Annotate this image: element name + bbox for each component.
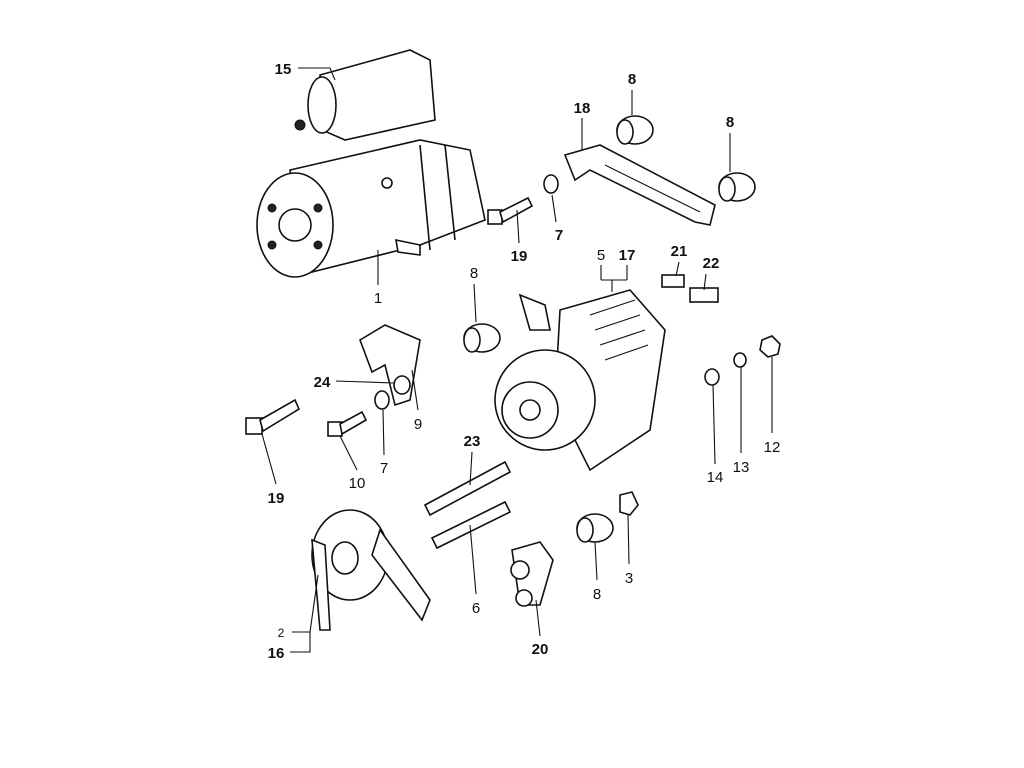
label-8-bottom: 8 (593, 586, 601, 603)
label-18: 18 (574, 100, 591, 117)
bolt-lower (245, 398, 301, 435)
bolt-upper (487, 196, 534, 225)
label-8-top-b: 8 (726, 114, 734, 131)
washer-lower (374, 390, 390, 410)
bracket-top (563, 144, 716, 226)
bracket-lower (359, 324, 421, 407)
label-21: 21 (671, 243, 688, 260)
label-7-upper: 7 (555, 227, 563, 244)
long-bolt-23 (423, 460, 512, 517)
brush-b (689, 287, 719, 303)
label-22: 22 (703, 255, 720, 272)
label-12: 12 (764, 439, 781, 456)
label-10: 10 (349, 475, 366, 492)
label-23: 23 (464, 433, 481, 450)
label-13: 13 (733, 459, 750, 476)
washer-24 (393, 375, 411, 395)
label-16: 16 (268, 645, 285, 662)
label-8-mid: 8 (470, 265, 478, 282)
label-15: 15 (275, 61, 292, 78)
brush-a (661, 274, 685, 288)
washer-14 (704, 368, 720, 386)
label-9: 9 (414, 416, 422, 433)
label-5: 5 (597, 247, 605, 264)
label-20: 20 (532, 641, 549, 658)
washer-upper (543, 174, 559, 194)
label-19-upper: 19 (511, 248, 528, 265)
nut-12 (759, 335, 781, 358)
pulley-belt (311, 509, 431, 631)
leader-lines (261, 67, 773, 653)
bushing-20 (510, 541, 554, 607)
label-1: 1 (374, 290, 382, 307)
label-19-lower: 19 (268, 490, 285, 507)
label-14: 14 (707, 469, 724, 486)
bolt-10 (327, 410, 368, 437)
lock-washer-13 (733, 352, 747, 368)
label-8-top-a: 8 (628, 71, 636, 88)
label-7-lower: 7 (380, 460, 388, 477)
starter-motor (256, 49, 486, 278)
tab-3 (619, 491, 639, 516)
label-3: 3 (625, 570, 633, 587)
spacers (463, 115, 756, 543)
label-17: 17 (619, 247, 636, 264)
label-2: 2 (278, 626, 285, 640)
label-24: 24 (314, 374, 331, 391)
long-bolt-6 (430, 500, 512, 550)
alternator (494, 289, 666, 472)
label-6: 6 (472, 600, 480, 617)
